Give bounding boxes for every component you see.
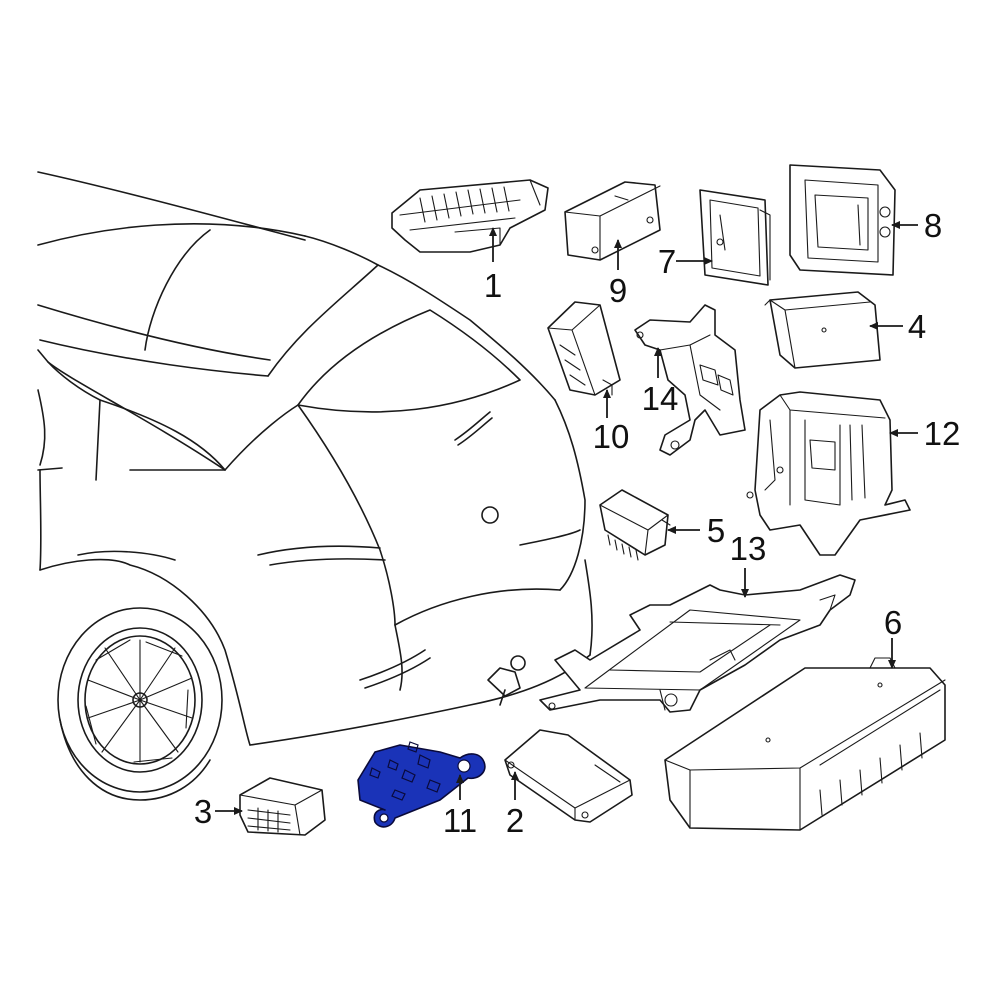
part-14-bracket <box>634 304 746 456</box>
callout-1: 1 <box>484 267 502 304</box>
callout-4: 4 <box>908 308 926 345</box>
callout-3: 3 <box>194 793 212 830</box>
callout-14: 14 <box>642 380 679 417</box>
callout-13: 13 <box>730 530 767 567</box>
part-2-module <box>504 729 633 823</box>
part-13-tray <box>539 574 856 713</box>
part-1-module <box>391 179 549 253</box>
callout-12: 12 <box>924 415 961 452</box>
part-5-module <box>599 489 671 561</box>
callout-11: 11 <box>443 802 477 839</box>
callout-9: 9 <box>609 272 627 309</box>
part-10-module <box>547 301 621 396</box>
callout-6: 6 <box>884 604 902 641</box>
callout-2: 2 <box>506 802 524 839</box>
part-11-highlighted <box>357 741 486 828</box>
callout-5: 5 <box>707 512 725 549</box>
callout-8: 8 <box>924 207 942 244</box>
callout-10: 10 <box>593 418 630 455</box>
part-12-rack <box>746 391 911 556</box>
part-6-module <box>664 657 946 831</box>
rear-wheel <box>57 607 223 801</box>
callout-arrows <box>215 221 918 815</box>
vehicle-outline <box>37 171 593 746</box>
part-4-module <box>764 291 881 369</box>
callout-7: 7 <box>658 243 676 280</box>
part-3-module <box>239 777 326 836</box>
callout-labels: 1 9 7 8 4 10 14 12 5 13 6 3 11 2 <box>194 207 961 839</box>
part-9-module <box>564 181 661 261</box>
part-8-control-unit <box>789 164 896 276</box>
part-7-bracket <box>699 189 771 286</box>
